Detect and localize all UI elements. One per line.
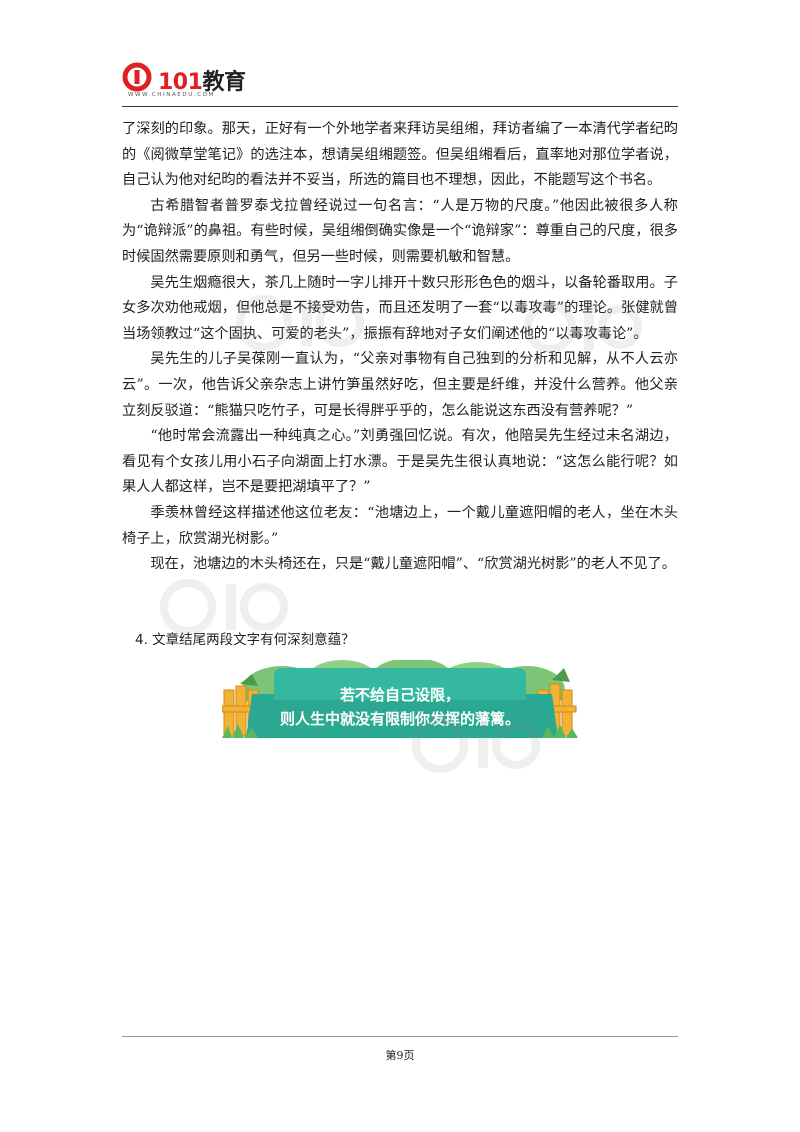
- header-divider: [122, 106, 678, 107]
- paragraph: 古希腊智者普罗泰戈拉曾经说过一句名言：“人是万物的尺度。”他因此被很多人称为“诡…: [122, 197, 678, 265]
- page-header: 101教育 WWW.CHINAEDU.COM: [122, 60, 678, 108]
- paragraph: 吴先生的儿子吴葆刚一直认为，“父亲对事物有自己独到的分析和见解，从不人云亦云”。…: [122, 351, 678, 419]
- brand-logo: 101教育 WWW.CHINAEDU.COM: [122, 60, 246, 104]
- banner-line-1: 若不给自己设限，: [339, 686, 460, 704]
- logo-text: 101教育: [158, 64, 246, 96]
- paragraph: 吴先生烟瘾很大，茶几上随时一字儿排开十数只形形色色的烟斗，以备轮番取用。子女多次…: [122, 274, 678, 342]
- banner-line-2: 则人生中就没有限制你发挥的藩篱。: [279, 710, 520, 728]
- logo-ring-icon: [122, 62, 152, 92]
- paragraph: “他时常会流露出一种纯真之心。”刘勇强回忆说。有次，他陪吴先生经过未名湖边，看见…: [122, 428, 678, 496]
- paragraph: 了深刻的印象。那天，正好有一个外地学者来拜访吴组缃，拜访者编了一本清代学者纪昀的…: [122, 121, 678, 189]
- logo-number: 101: [158, 70, 203, 95]
- logo-word: 教育: [202, 70, 246, 95]
- question-text: 4. 文章结尾两段文字有何深刻意蕴？: [135, 632, 355, 648]
- footer-divider: [122, 1036, 678, 1037]
- paragraph: 季羡林曾经这样描述他这位老友：“池塘边上，一个戴儿童遮阳帽的老人，坐在木头椅子上…: [122, 504, 678, 547]
- passage: 了深刻的印象。那天，正好有一个外地学者来拜访吴组缃，拜访者编了一本清代学者纪昀的…: [122, 117, 678, 578]
- page-number: 第9页: [385, 1049, 415, 1062]
- paragraph: 现在，池塘边的木头椅还在，只是“戴儿童遮阳帽”、“欣赏湖光树影”的老人不见了。: [150, 556, 676, 573]
- banner-illustration: [222, 660, 578, 738]
- logo-site: WWW.CHINAEDU.COM: [128, 92, 215, 98]
- motto-banner: 若不给自己设限， 则人生中就没有限制你发挥的藩篱。: [222, 660, 578, 738]
